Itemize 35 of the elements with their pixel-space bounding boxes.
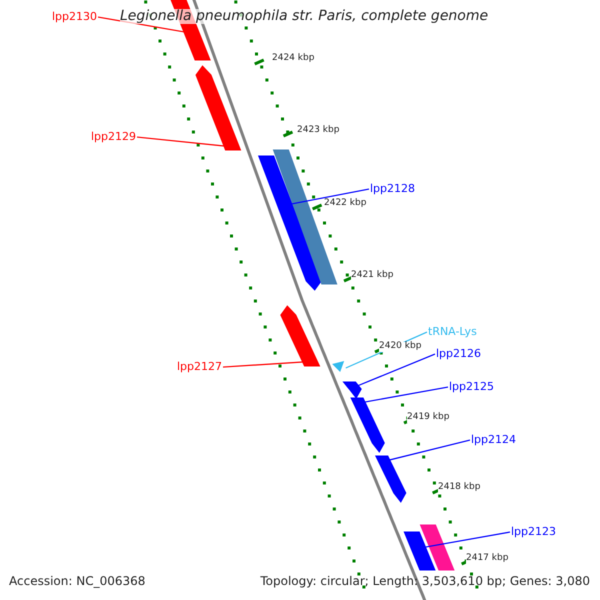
leader-line [222, 361, 303, 368]
gene-label: lpp2126 [436, 348, 482, 360]
gene-block [195, 65, 242, 150]
leader-line [425, 531, 510, 548]
gene-label: tRNA-Lys [428, 326, 477, 338]
title: Legionella pneumophila str. Paris, complete genome [120, 9, 488, 24]
leader-line [364, 386, 448, 403]
gene-block [375, 456, 406, 503]
gene-label: lpp2124 [471, 434, 516, 446]
gene-label: lpp2129 [91, 131, 136, 144]
scale-label: 2418 kbp [438, 483, 480, 493]
gene-label: lpp2125 [449, 381, 494, 394]
scale-label: 2421 kbp [351, 271, 394, 281]
gene-label: lpp2127 [177, 361, 222, 374]
gene-label: lpp2130 [52, 11, 98, 24]
gene-block [342, 382, 362, 399]
leader-line [356, 353, 436, 387]
scale-label: 2424 kbp [272, 54, 314, 64]
gene-label: lpp2128 [370, 183, 416, 196]
leader-line [290, 188, 370, 205]
scale-label: 2420 kbp [379, 342, 422, 352]
gene-block [350, 398, 385, 453]
gene-block [258, 156, 322, 291]
footer-text: Accession: NC_006368 [9, 575, 146, 588]
gene-label: lpp2123 [511, 526, 556, 538]
gene-block [280, 305, 320, 366]
scale-label: 2419 kbp [407, 413, 450, 423]
feature-bar [420, 524, 455, 570]
feature-bar [404, 532, 436, 570]
scale-label: 2422 kbp [324, 199, 366, 209]
leader-line [136, 136, 224, 147]
scale-label: 2423 kbp [297, 126, 340, 136]
triangle-marker [332, 361, 344, 372]
leader-line [389, 439, 470, 461]
scale-label: 2417 kbp [466, 554, 508, 564]
